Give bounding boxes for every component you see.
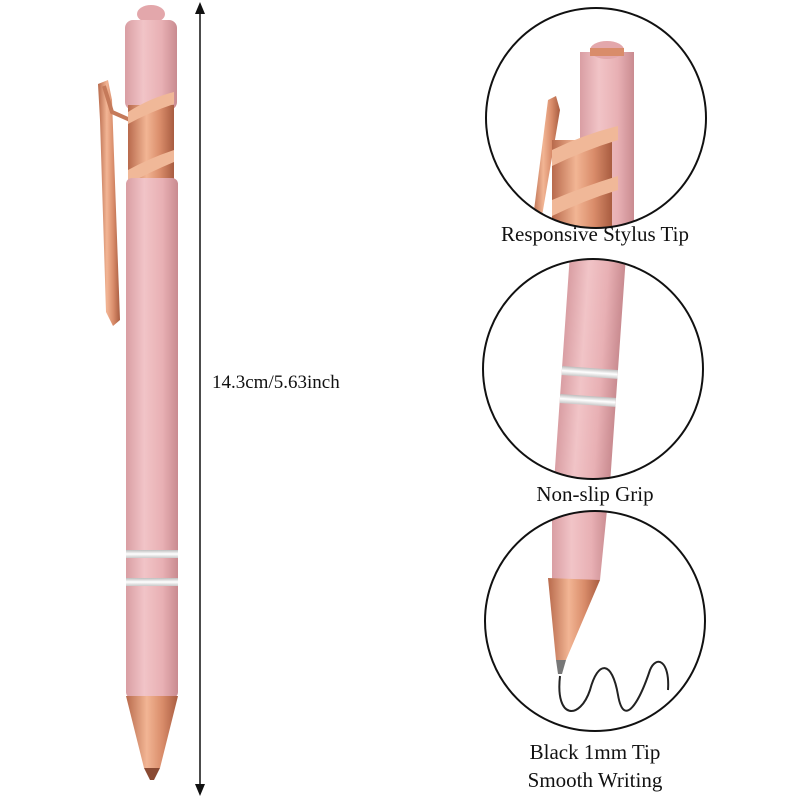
feature-label-writing: Smooth Writing (527, 768, 663, 792)
stylus-detail-circle (485, 7, 707, 229)
stylus-tip (137, 5, 165, 23)
tip-detail-circle (484, 510, 706, 732)
dimension-label: 14.3cm/5.63inch (212, 372, 340, 393)
pen-barrel (126, 178, 178, 698)
grip-detail-circle (482, 258, 704, 480)
pen-cap (125, 20, 177, 110)
grip-ring (126, 578, 178, 586)
feature-label-stylus: Responsive Stylus Tip (501, 222, 689, 246)
pen-cone (126, 696, 178, 768)
feature-label-tip: Black 1mm Tip (529, 740, 661, 764)
writing-squiggle (558, 660, 670, 712)
arrow-down-icon (195, 784, 205, 796)
pen-clip (98, 80, 120, 326)
grip-ring (126, 550, 178, 558)
feature-label-grip: Non-slip Grip (536, 482, 654, 506)
arrow-up-icon (195, 2, 205, 14)
